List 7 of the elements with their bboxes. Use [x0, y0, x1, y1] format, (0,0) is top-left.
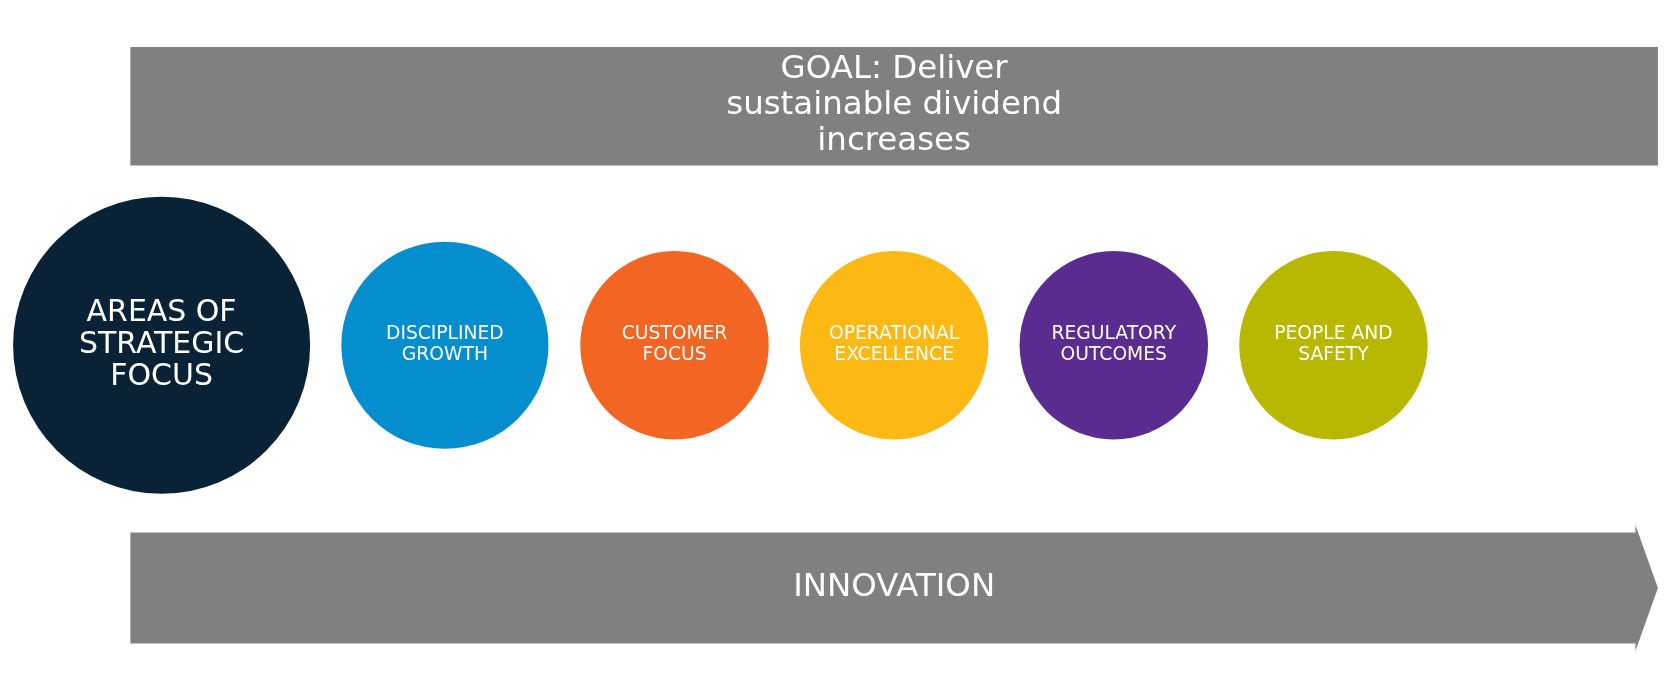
node-box: GOAL: Deliver sustainable dividend increases — [130, 47, 1658, 166]
node-circle: REGULATORY OUTCOMES — [1019, 251, 1208, 440]
node-circle: CUSTOMER FOCUS — [580, 251, 769, 440]
node-circle: DISCIPLINED GROWTH — [341, 241, 549, 449]
node-circle: PEOPLE AND SAFETY — [1239, 251, 1428, 440]
node-circle: AREAS OF STRATEGIC FOCUS — [13, 196, 311, 494]
node-circle: OPERATIONAL EXCELLENCE — [799, 251, 989, 440]
